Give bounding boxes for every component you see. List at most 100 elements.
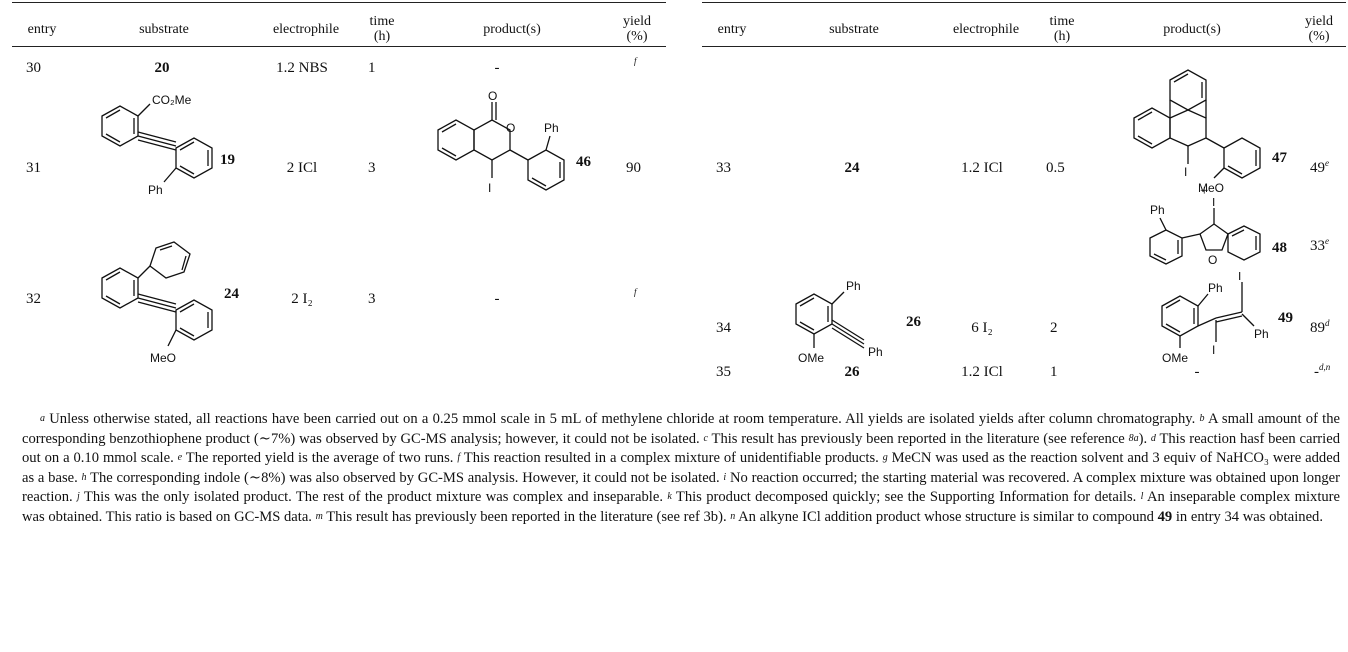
label-ph-46: Ph — [544, 121, 559, 135]
label-o-48: O — [1208, 253, 1217, 267]
label-ph-26: Ph — [846, 279, 861, 293]
substrate-24-right: 24 — [844, 160, 860, 176]
footnote-mark-b: b — [1199, 413, 1205, 424]
footnote-mark-j: j — [77, 491, 80, 503]
label-ph-49: Ph — [1208, 281, 1223, 295]
yield-33a: 49e — [1310, 158, 1329, 176]
footnote-mark-m: m — [315, 510, 323, 522]
yield-31: 90 — [626, 160, 641, 176]
time-31: 3 — [368, 160, 376, 176]
footnote-d: This reaction hasf been carried out on a… — [22, 430, 1340, 467]
structure-24: MeO 24 — [101, 241, 240, 365]
footnote-mark-i: i — [723, 471, 727, 483]
footnote-g: MeCN was used as the reaction solvent an… — [22, 450, 1340, 486]
top-rule-right — [702, 2, 1346, 3]
label-ph2-26: Ph — [868, 345, 883, 359]
electrophile-32: 2 I₂ — [291, 291, 313, 307]
yield-32: f — [634, 287, 637, 297]
footnote-mark-d: d — [1150, 432, 1156, 444]
time-30: 1 — [368, 60, 376, 76]
footnote-mark-e: e — [177, 452, 183, 464]
footnote-k: This product decomposed quickly; see the… — [675, 489, 1137, 506]
yield-33b: 33e — [1310, 236, 1329, 254]
entry-31: 31 — [26, 160, 41, 176]
header-entry: entry — [27, 22, 57, 37]
header-substrate-right: substrate — [829, 22, 879, 37]
structure-47: I MeO 47 — [1133, 69, 1288, 195]
label-i-48: I — [1212, 198, 1215, 209]
footnote-mark-h: h — [81, 471, 87, 483]
time-33: 0.5 — [1046, 160, 1065, 176]
label-i-49-bottom: I — [1212, 343, 1215, 357]
footnotes: a Unless otherwise stated, all reactions… — [22, 410, 1340, 528]
entry-32: 32 — [26, 291, 41, 307]
electrophile-35: 1.2 ICl — [961, 364, 1003, 380]
footnote-h: The corresponding indole (∼8%) was also … — [90, 469, 720, 486]
label-o-carbonyl: O — [488, 89, 497, 103]
footnote-l: An inseparable complex mixture was obtai… — [22, 489, 1341, 525]
header-electrophile-right: electrophile — [952, 22, 1020, 37]
entry-33: 33 — [716, 160, 731, 176]
time-32: 3 — [368, 291, 376, 307]
plus-sign: + — [1200, 183, 1209, 199]
label-24: 24 — [224, 286, 240, 302]
footnote-mark-a: a — [40, 413, 45, 424]
footnote-mark-n: n — [730, 510, 736, 522]
label-49: 49 — [1278, 310, 1293, 326]
label-co2me: CO₂Me — [152, 93, 192, 107]
structure-46: O O I Ph 46 — [437, 89, 592, 195]
label-ph-48: Ph — [1150, 203, 1165, 217]
label-48: 48 — [1272, 240, 1287, 256]
footnote-i: No reaction occurred; the starting mater… — [22, 469, 1340, 506]
label-19: 19 — [220, 152, 235, 168]
product-30: - — [494, 60, 500, 76]
label-i-49-top: I — [1238, 272, 1241, 283]
header-yield: yield(%) — [623, 14, 651, 44]
footnote-mark-c: c — [703, 432, 708, 444]
footnote-f: This reaction resulted in a complex mixt… — [463, 450, 879, 467]
footnote-mark-g: g — [882, 452, 888, 464]
top-rule — [12, 2, 666, 3]
footnote-c: This result has previously been reported… — [711, 430, 1148, 447]
header-time: time(h) — [369, 14, 395, 44]
entry-35: 35 — [716, 364, 731, 380]
yield-35: -d,n — [1314, 362, 1331, 380]
footnote-a: Unless otherwise stated, all reactions h… — [49, 411, 1196, 427]
electrophile-34: 6 I₂ — [971, 320, 993, 336]
substrate-20: 20 — [154, 60, 170, 76]
label-ome-26: OMe — [798, 351, 824, 365]
header-products-right: product(s) — [1163, 22, 1221, 37]
header-entry-right: entry — [717, 22, 747, 37]
entry-30: 30 — [26, 60, 41, 76]
footnote-n: An alkyne ICl addition product whose str… — [738, 508, 1323, 525]
label-i: I — [488, 181, 491, 195]
yield-34: 89d — [1310, 318, 1330, 336]
electrophile-30: 1.2 NBS — [276, 60, 328, 76]
entry-34: 34 — [716, 320, 731, 336]
label-47: 47 — [1272, 150, 1288, 166]
substrate-26-row35: 26 — [844, 364, 860, 380]
table-right: entry substrate electrophile time(h) pro… — [702, 0, 1346, 390]
product-35: - — [1194, 364, 1200, 380]
header-electrophile: electrophile — [272, 22, 340, 37]
time-34: 2 — [1050, 320, 1058, 336]
structure-26: Ph OMe Ph 26 — [795, 279, 922, 365]
footnote-mark-f: f — [457, 452, 461, 464]
label-ph2-49: Ph — [1254, 327, 1269, 341]
label-ome-49: OMe — [1162, 351, 1188, 365]
label-46: 46 — [576, 154, 592, 170]
label-ph: Ph — [148, 183, 163, 197]
structure-48: Ph I O 48 — [1149, 198, 1287, 267]
structure-19: CO₂Me Ph 19 — [101, 93, 235, 197]
time-35: 1 — [1050, 364, 1058, 380]
product-32: - — [494, 291, 500, 307]
header-products: product(s) — [483, 22, 541, 37]
label-meo: MeO — [150, 351, 176, 365]
footnote-mark-l: l — [1140, 491, 1144, 503]
footnote-b: A small amount of the corresponding benz… — [22, 411, 1340, 447]
header-rule — [12, 46, 666, 47]
header-yield-right: yield(%) — [1305, 14, 1333, 44]
label-i-47: I — [1184, 165, 1187, 179]
footnote-e: The reported yield is the average of two… — [185, 450, 454, 467]
structure-49: Ph OMe I Ph I 49 — [1161, 272, 1293, 365]
